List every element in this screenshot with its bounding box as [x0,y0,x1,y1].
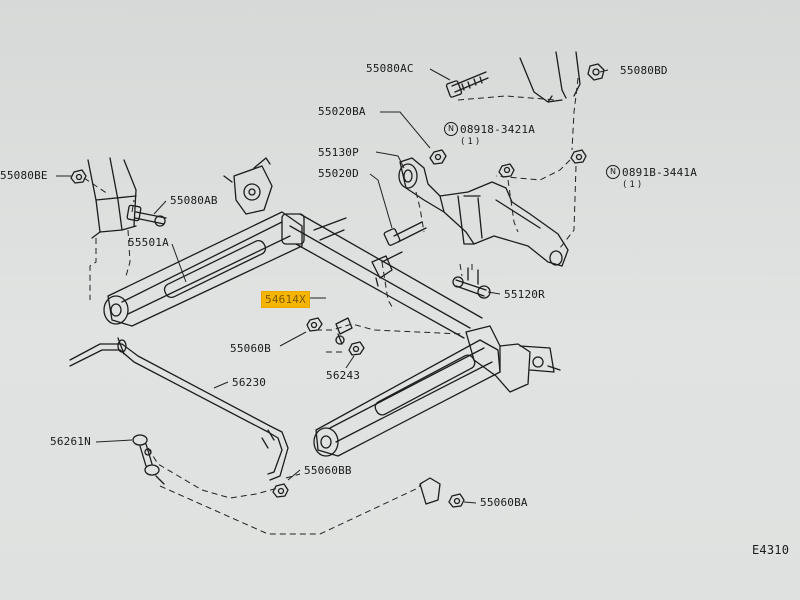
bracket-55060ba [419,477,441,505]
crossmember-beam [281,213,483,339]
stabilizer-link [132,434,165,485]
stabilizer-bar [69,337,289,481]
nut-0891b [570,149,587,164]
label-55130p[interactable]: 55130P [318,146,359,159]
top-body-bracket [519,51,581,103]
control-arm-left [103,211,303,327]
nut-55080be [70,169,87,184]
label-55080bd[interactable]: 55080BD [620,64,668,77]
label-55060b[interactable]: 55060B [230,342,271,355]
n-mark-icon: N [444,122,458,136]
bolt-55080ac [445,71,489,98]
control-arm-right [313,339,501,457]
nut-55080bd [587,63,605,81]
label-56261n[interactable]: 56261N [50,435,91,448]
nut-55060bb [272,483,289,498]
stabilizer-bracket [306,317,365,356]
left-body-bracket [87,157,137,239]
nut-55020ba [429,149,447,165]
nut-55060ba [448,493,465,508]
label-55080ac[interactable]: 55080AC [366,62,414,75]
label-56230[interactable]: 56230 [232,376,267,389]
label-0891b-3441a[interactable]: 0891B-3441A [622,166,698,179]
label-08918-qty: (1) [460,137,483,147]
label-55501a[interactable]: 55501A [128,236,169,249]
bolt-55020d [383,221,427,246]
label-55060bb[interactable]: 55060BB [304,464,352,477]
label-55080ab[interactable]: 55080AB [170,194,218,207]
link-55120r [452,267,491,299]
label-55060ba[interactable]: 55060BA [480,496,528,509]
label-55120r[interactable]: 55120R [504,288,545,301]
nut-08918 [498,163,515,178]
bolt-55080ab [126,204,167,227]
diagram-ref-code: E4310 [752,543,790,557]
n-mark-icon: N [606,165,620,179]
label-56243[interactable]: 56243 [326,369,361,382]
label-55020ba[interactable]: 55020BA [318,105,366,118]
knuckle-right [465,325,561,393]
label-08918-3421a[interactable]: 08918-3421A [460,123,536,136]
label-0891b-qty: (1) [622,180,645,190]
label-54614x-highlighted[interactable]: 54614X [262,292,309,307]
label-55020d[interactable]: 55020D [318,167,359,180]
lateral-link-bracket [398,157,569,267]
knuckle-left [223,157,273,215]
label-55080be[interactable]: 55080BE [0,169,48,182]
